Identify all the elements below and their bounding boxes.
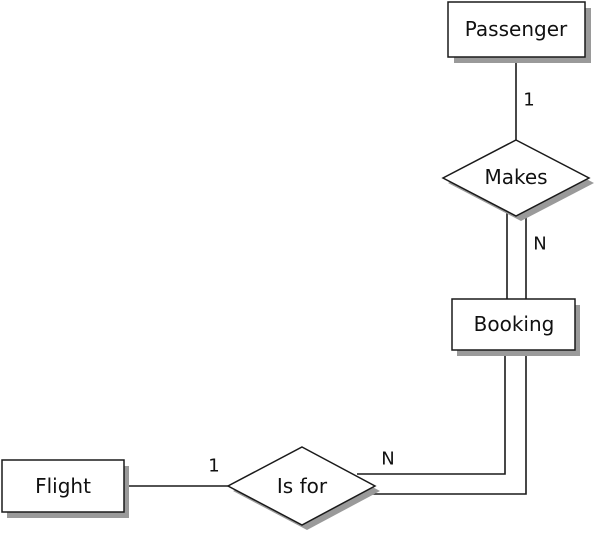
entity-booking[interactable]: Booking — [451, 298, 580, 356]
entity-flight[interactable]: Flight — [1, 459, 129, 518]
line-booking-isfor-outer — [362, 352, 527, 495]
relationship-is-for[interactable]: Is for — [226, 446, 380, 530]
line-booking-isfor-inner — [357, 352, 506, 475]
entity-booking-label: Booking — [474, 312, 555, 336]
cardinality-booking-is-for: N — [381, 449, 394, 470]
relationship-makes[interactable]: Makes — [441, 139, 594, 221]
relationship-is-for-label: Is for — [277, 474, 328, 498]
entity-passenger[interactable]: Passenger — [447, 1, 591, 63]
cardinality-passenger-makes: 1 — [523, 90, 534, 111]
cardinality-makes-booking: N — [533, 234, 546, 255]
cardinality-flight-is-for: 1 — [208, 456, 219, 477]
connectors — [127, 57, 527, 495]
entity-flight-label: Flight — [35, 474, 91, 498]
relationship-makes-label: Makes — [484, 165, 547, 189]
entity-passenger-label: Passenger — [465, 17, 568, 41]
